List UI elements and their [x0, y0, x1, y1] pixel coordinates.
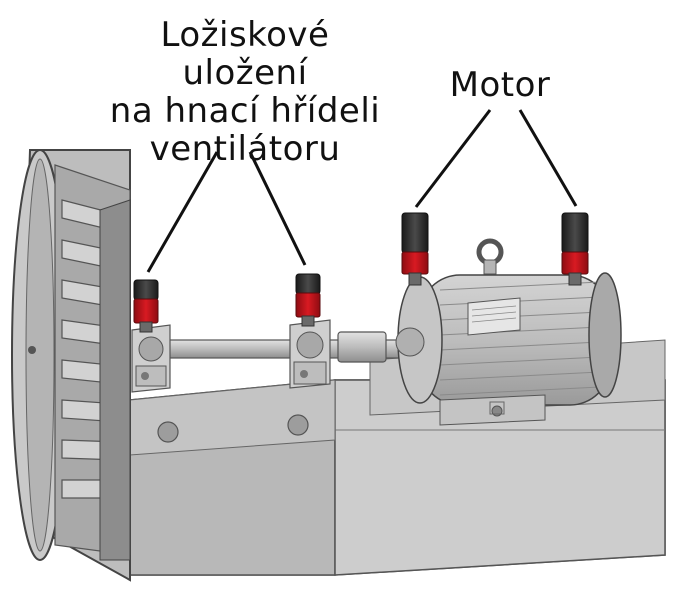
fan-wheel: [12, 150, 130, 580]
bearing-block-left: [132, 325, 170, 392]
motor-callout-label: Motor: [440, 66, 560, 104]
lubricator-right-bearing: [296, 274, 320, 326]
bearing-block-right: [290, 320, 330, 388]
drive-shaft: [150, 332, 400, 362]
bearing-label-line-3: ventilátoru: [95, 130, 395, 168]
bearing-callout-label: Ložiskové uložení na hnací hřídeli venti…: [95, 16, 395, 168]
lubricator-motor-drive-end: [402, 213, 428, 285]
bearing-label-line-1: Ložiskové uložení: [95, 16, 395, 92]
bearing-label-line-2: na hnací hřídeli: [95, 92, 395, 130]
lubricator-left-bearing: [134, 280, 158, 332]
lubricator-motor-fan-end: [562, 213, 588, 285]
